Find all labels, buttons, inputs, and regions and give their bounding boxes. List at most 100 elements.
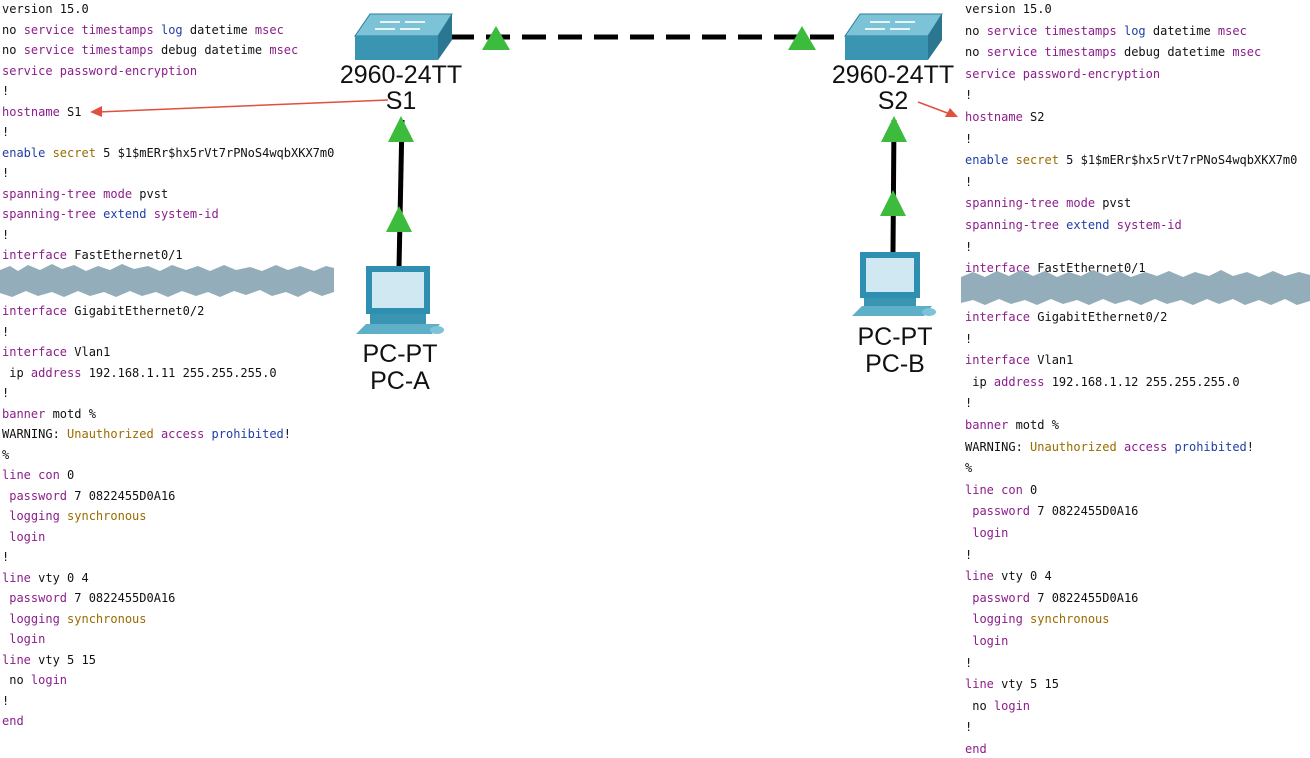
config-token: banner — [2, 406, 53, 421]
config-token: ! — [965, 396, 973, 411]
config-token: line — [2, 652, 39, 667]
config-token: datetime — [189, 22, 255, 37]
config-line: ! — [2, 226, 9, 244]
config-token: enable — [965, 153, 1016, 168]
config-line: ! — [965, 718, 972, 736]
config-line: password 7 0822455D0A16 — [2, 589, 175, 607]
config-token: ! — [2, 125, 10, 139]
config-token: interface — [965, 310, 1038, 324]
config-line: WARNING: Unauthorized access prohibited! — [965, 438, 1254, 456]
config-token: interface — [2, 248, 75, 262]
config-line: end — [2, 712, 24, 730]
config-token: login — [965, 634, 1009, 648]
config-token: password — [2, 488, 75, 503]
s1-s2-link-up-indicator-left — [482, 26, 510, 50]
config-line: ! — [2, 82, 9, 100]
config-token: timestamps — [1044, 45, 1124, 60]
config-line: login — [965, 524, 1008, 542]
config-token: ! — [1246, 439, 1255, 454]
config-token: extend — [1066, 218, 1117, 232]
config-line: login — [2, 528, 45, 546]
config-line: logging synchronous — [2, 610, 146, 628]
config-token: line — [965, 569, 1002, 584]
config-token: motd % — [52, 406, 96, 421]
config-token: ! — [965, 720, 973, 735]
config-line: login — [2, 630, 45, 648]
config-token: datetime — [204, 43, 270, 57]
config-token: ! — [965, 331, 973, 346]
config-token: msec — [1217, 23, 1247, 38]
config-line: ! — [2, 164, 9, 182]
config-line: logging synchronous — [965, 610, 1109, 628]
config-line: ! — [965, 238, 972, 256]
s1-s2-link-up-indicator-right — [788, 26, 816, 50]
config-line: spanning-tree mode pvst — [965, 194, 1131, 212]
pc-b-model-label: PC-PT — [857, 323, 933, 351]
left-config-tear — [0, 264, 334, 297]
config-line: ! — [965, 130, 972, 148]
config-token: timestamps — [81, 22, 161, 37]
config-token: line — [965, 482, 1002, 497]
config-token: address — [30, 365, 89, 380]
config-token: service — [986, 45, 1045, 60]
config-line: password 7 0822455D0A16 — [965, 589, 1138, 607]
config-line: login — [965, 632, 1008, 650]
config-token: timestamps — [81, 43, 161, 57]
topology-diagram — [90, 13, 958, 334]
config-line: interface GigabitEthernet0/2 — [965, 308, 1167, 326]
s1-pca-link-up-indicator-bottom — [386, 206, 412, 232]
config-token: no — [2, 673, 31, 687]
config-token: Unauthorized — [67, 427, 161, 441]
config-line: password 7 0822455D0A16 — [2, 487, 175, 505]
config-line: interface FastEthernet0/1 — [2, 246, 183, 264]
config-token: no — [2, 43, 24, 57]
config-token: login — [2, 529, 46, 544]
config-token: hostname — [965, 110, 1031, 124]
config-token: msec — [254, 22, 284, 37]
config-token: WARNING — [965, 439, 1016, 454]
hostname-s2-arrow — [917, 101, 958, 117]
right-config-tear — [961, 270, 1310, 305]
config-token: ! — [965, 547, 973, 562]
config-token: address — [993, 374, 1052, 389]
config-token: interface — [965, 353, 1038, 368]
config-token: ! — [965, 131, 973, 146]
config-line: line vty 5 15 — [965, 675, 1059, 693]
config-token: ! — [965, 88, 973, 103]
config-token: ! — [2, 550, 10, 564]
config-line: no service timestamps debug datetime mse… — [2, 41, 298, 59]
config-token: 7 0822455D0A16 — [1037, 590, 1139, 605]
config-line: interface Vlan1 — [2, 343, 110, 361]
config-token: ! — [965, 655, 973, 670]
config-token: logging — [965, 612, 1031, 627]
config-line: line con 0 — [965, 481, 1037, 499]
config-line: ! — [2, 123, 9, 141]
config-line: version 15.0 — [2, 0, 89, 18]
config-line: % — [965, 459, 972, 477]
config-token: 5 $1$mERr$hx5rVt7rPNoS4wqbXKX7m0 — [1066, 153, 1298, 168]
config-line: ! — [965, 330, 972, 348]
config-token: 7 0822455D0A16 — [74, 591, 176, 605]
config-token: version — [965, 2, 1023, 16]
config-token: 7 0822455D0A16 — [1037, 504, 1139, 519]
config-token: spanning-tree — [2, 207, 104, 221]
config-token: GigabitEthernet0/2 — [74, 304, 205, 318]
config-line: version 15.0 — [965, 0, 1052, 18]
config-token: con — [38, 468, 68, 482]
config-line: enable secret 5 $1$mERr$hx5rVt7rPNoS4wqb… — [2, 144, 334, 162]
config-token: line — [2, 570, 39, 585]
config-token: mode — [103, 186, 140, 201]
config-line: banner motd % — [965, 416, 1059, 434]
config-token: 5 $1$mERr$hx5rVt7rPNoS4wqbXKX7m0 — [103, 145, 335, 160]
config-token: interface — [2, 345, 75, 359]
config-line: no service timestamps log datetime msec — [965, 22, 1247, 40]
config-token: login — [993, 698, 1031, 713]
config-token: log — [1123, 23, 1153, 38]
config-token: system-id — [153, 207, 219, 221]
config-token: datetime — [1167, 45, 1233, 60]
config-token: ip — [2, 365, 31, 380]
config-token: msec — [1232, 45, 1262, 60]
config-line: spanning-tree extend system-id — [2, 205, 219, 223]
config-line: hostname S1 — [2, 103, 81, 121]
config-line: no login — [965, 697, 1030, 715]
